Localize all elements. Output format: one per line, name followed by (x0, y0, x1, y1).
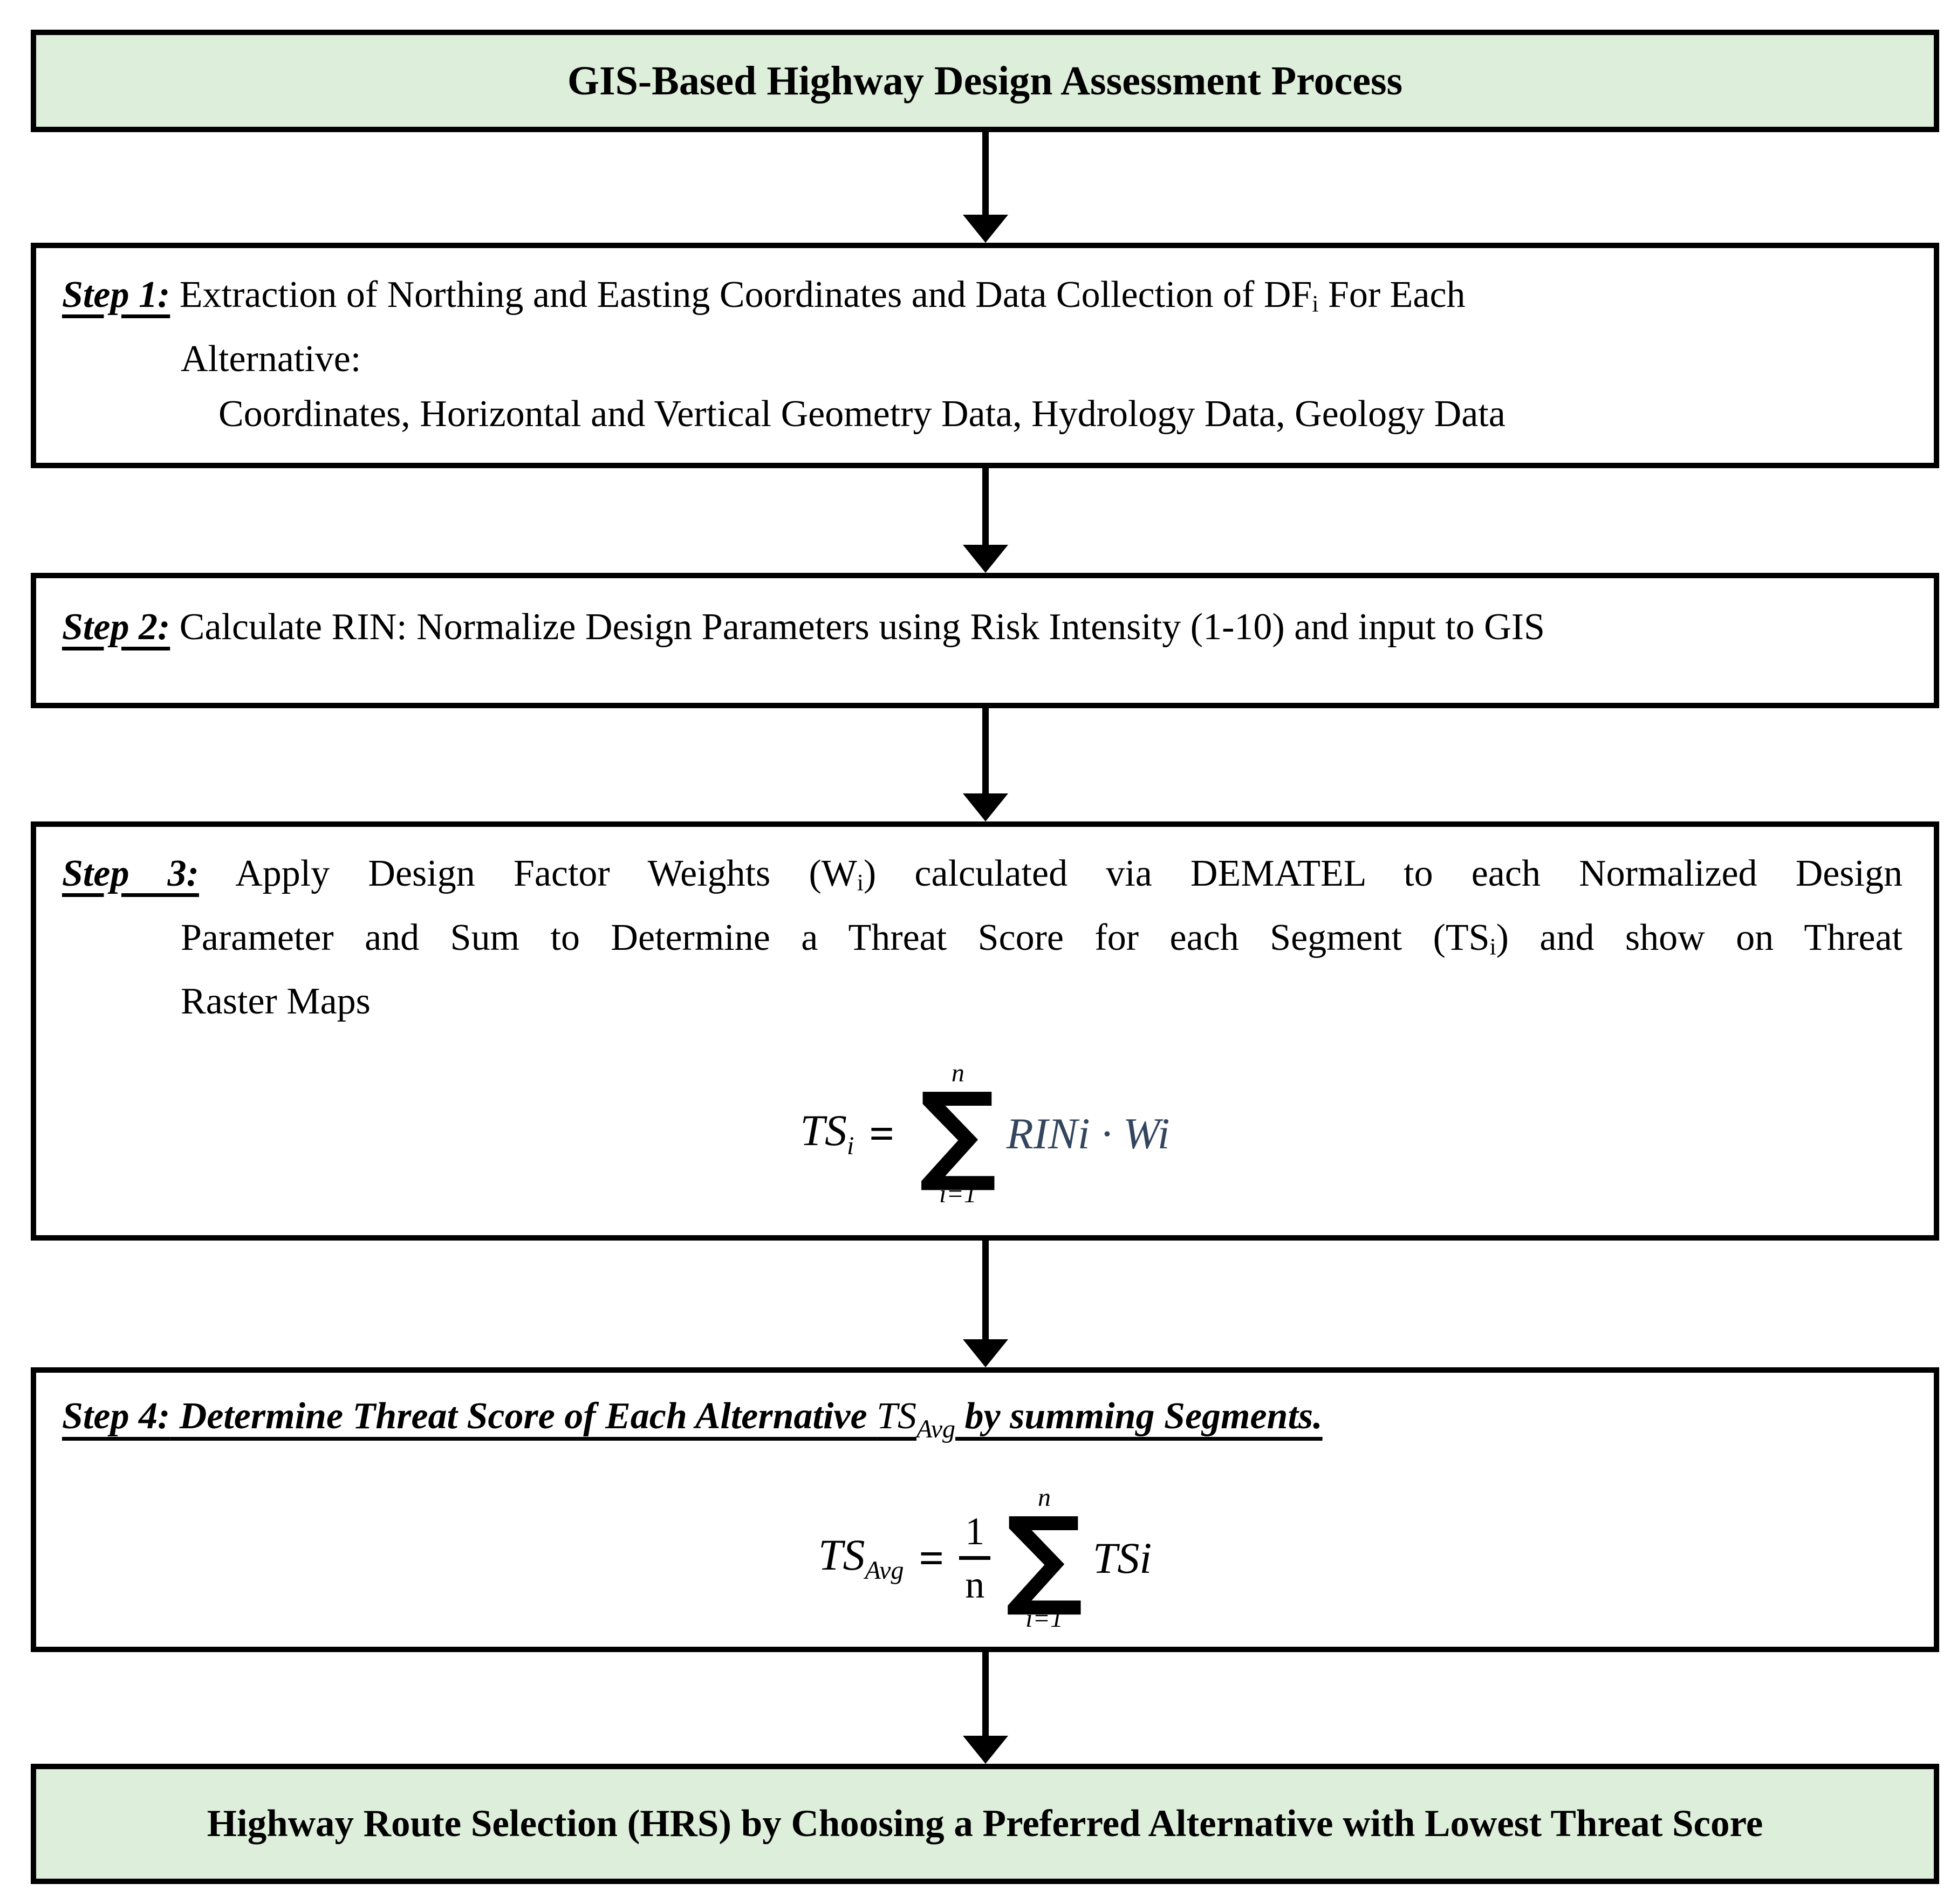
formula1-lhs: TSi (800, 1106, 854, 1161)
step2-line1-text: Calculate RIN: Normalize Design Paramete… (170, 606, 1545, 648)
formula2-frac-den: n (965, 1563, 985, 1607)
step3-line1-text: Apply Design Factor Weights (W (199, 853, 857, 894)
step1-line1-text: Extraction of Northing and Easting Coord… (170, 274, 1312, 316)
arrow-head-icon (963, 215, 1008, 243)
step1-box: Step 1: Extraction of Northing and Easti… (31, 243, 1939, 468)
step4-ts-avg: TSAvg (877, 1395, 955, 1443)
step1-line1: Step 1: Extraction of Northing and Easti… (62, 268, 1903, 332)
formula2-summation: n ∑ i=1 (1005, 1483, 1083, 1633)
arrow-title-to-step1 (963, 132, 1008, 243)
sigma-icon: ∑ (1005, 1494, 1083, 1620)
step3-line1: Step 3: Apply Design Factor Weights (Wi)… (62, 846, 1903, 910)
arrow-head-icon (963, 793, 1008, 821)
formula1-sum-upper: n (951, 1059, 964, 1088)
step2-text: Step 2: Calculate RIN: Normalize Design … (36, 578, 1934, 655)
formula1-sum-lower: i=1 (939, 1180, 977, 1209)
formula1-equals: = (869, 1109, 895, 1159)
step3-formula: TSi = n ∑ i=1 RINi · Wi (36, 1060, 1934, 1207)
arrow-step4-to-final (963, 1652, 1008, 1764)
final-statement: Highway Route Selection (HRS) by Choosin… (207, 1803, 1763, 1845)
arrow-step1-to-step2 (963, 468, 1008, 573)
step4-line1: Step 4: Determine Threat Score of Each A… (62, 1389, 1903, 1457)
step4-text: Step 4: Determine Threat Score of Each A… (36, 1373, 1934, 1457)
arrow-step2-to-step3 (963, 708, 1008, 821)
formula2-frac-num: 1 (965, 1510, 985, 1553)
arrow-shaft (982, 468, 989, 548)
step3-line2-text: Parameter and Sum to Determine a Threat … (181, 916, 1490, 958)
title-box: GIS-Based Highway Design Assessment Proc… (31, 30, 1939, 132)
formula2-sum-upper: n (1037, 1483, 1051, 1512)
final-box: Highway Route Selection (HRS) by Choosin… (31, 1764, 1939, 1884)
arrow-shaft (982, 708, 989, 797)
flowchart-title: GIS-Based Highway Design Assessment Proc… (567, 58, 1403, 104)
step3-label: Step 3: (62, 853, 199, 894)
step1-line2: Alternative: (181, 338, 361, 380)
arrow-shaft (982, 1241, 989, 1343)
step1-line3: Coordinates, Horizontal and Vertical Geo… (218, 393, 1506, 435)
step3-text: Step 3: Apply Design Factor Weights (Wi)… (36, 827, 1934, 1029)
step3-line1-end: ) calculated via DEMATEL to each Normali… (863, 853, 1903, 894)
step3-line2-end: ) and show on Threat (1496, 916, 1903, 958)
formula2-lhs: TSAvg (818, 1530, 904, 1585)
formula2-rhs: TSi (1092, 1533, 1152, 1583)
step1-df-subscript: i (1312, 291, 1319, 317)
step2-line1: Step 2: Calculate RIN: Normalize Design … (62, 600, 1903, 655)
formula1-rhs: RINi · Wi (1006, 1109, 1170, 1159)
fraction-bar (959, 1556, 991, 1560)
formula2-fraction: 1 n (959, 1510, 991, 1607)
formula2-sum-lower: i=1 (1025, 1604, 1063, 1633)
step3-box: Step 3: Apply Design Factor Weights (Wi)… (31, 821, 1939, 1241)
sigma-icon: ∑ (919, 1070, 997, 1196)
step4-line1-end: by summing Segments. (955, 1395, 1323, 1437)
arrow-step3-to-step4 (963, 1241, 1008, 1367)
arrow-head-icon (963, 1736, 1008, 1764)
step2-box: Step 2: Calculate RIN: Normalize Design … (31, 573, 1939, 708)
step1-text: Step 1: Extraction of Northing and Easti… (36, 248, 1934, 442)
step4-box: Step 4: Determine Threat Score of Each A… (31, 1367, 1939, 1652)
step4-label: Step 4: (62, 1395, 170, 1437)
step1-line1-end: For Each (1318, 274, 1466, 316)
step4-formula: TSAvg = 1 n n ∑ i=1 TSi (36, 1483, 1934, 1633)
step3-line2: Parameter and Sum to Determine a Threat … (62, 910, 1903, 975)
arrow-head-icon (963, 1339, 1008, 1367)
step3-w-subscript: i (857, 869, 864, 896)
formula2-equals: = (919, 1533, 945, 1583)
arrow-head-icon (963, 545, 1008, 573)
step3-ts-subscript: i (1489, 934, 1496, 960)
step3-line3: Raster Maps (181, 981, 371, 1023)
arrow-shaft (982, 132, 989, 218)
step1-label: Step 1: (62, 274, 170, 316)
step4-line1-text: Determine Threat Score of Each Alternati… (170, 1395, 877, 1437)
arrow-shaft (982, 1652, 989, 1739)
formula1-summation: n ∑ i=1 (919, 1060, 997, 1207)
step2-label: Step 2: (62, 606, 170, 648)
